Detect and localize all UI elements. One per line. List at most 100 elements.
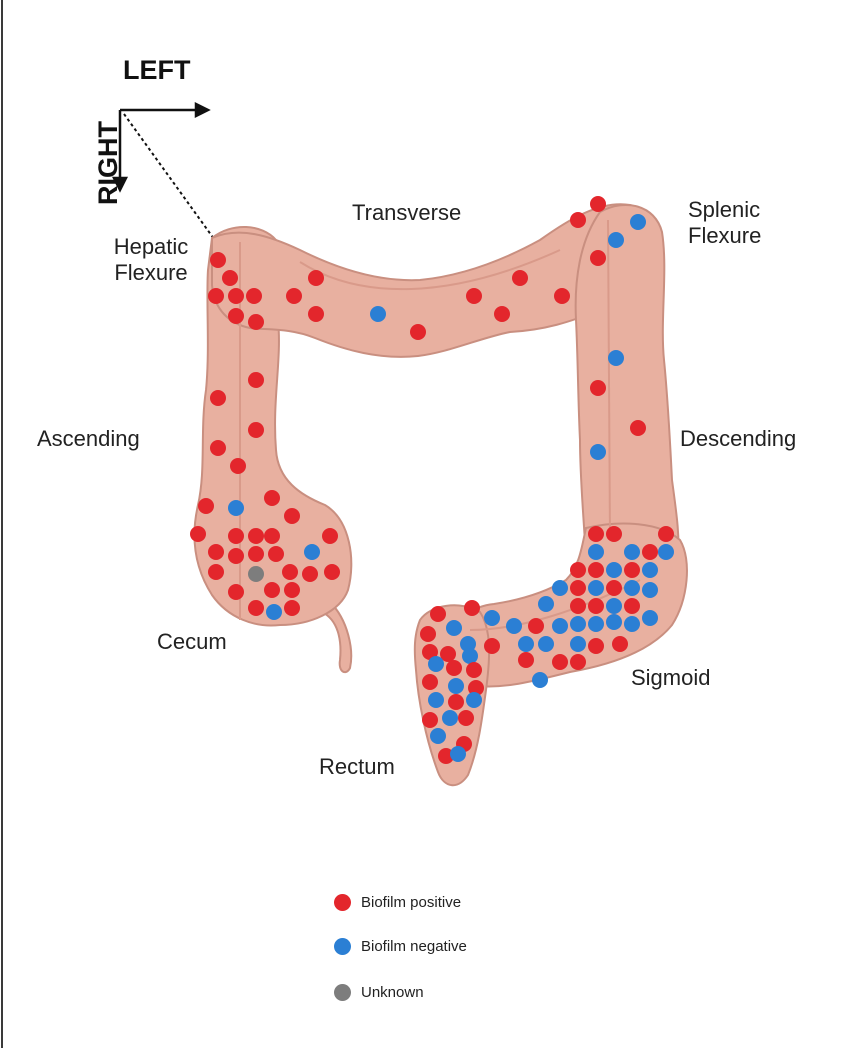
- biofilm-positive-dot: [228, 548, 244, 564]
- biofilm-negative-dot: [448, 678, 464, 694]
- biofilm-negative-dot: [658, 544, 674, 560]
- appendix: [320, 600, 353, 674]
- biofilm-positive-dot: [264, 582, 280, 598]
- biofilm-positive-dot: [248, 372, 264, 388]
- biofilm-negative-dot: [506, 618, 522, 634]
- biofilm-positive-dot: [606, 580, 622, 596]
- biofilm-positive-dot: [494, 306, 510, 322]
- biofilm-negative-dot: [304, 544, 320, 560]
- biofilm-negative-dot: [606, 562, 622, 578]
- biofilm-positive-dot: [420, 626, 436, 642]
- descending-label: Descending: [680, 426, 797, 451]
- biofilm-positive-dot: [210, 440, 226, 456]
- biofilm-positive-dot: [302, 566, 318, 582]
- rectum-label: Rectum: [319, 754, 395, 779]
- biofilm-positive-dot: [464, 600, 480, 616]
- legend-label-unknown: Unknown: [361, 984, 424, 1001]
- biofilm-positive-dot: [422, 674, 438, 690]
- biofilm-positive-dot: [286, 288, 302, 304]
- biofilm-positive-dot: [570, 654, 586, 670]
- biofilm-positive-dot: [554, 288, 570, 304]
- legend-label-positive: Biofilm positive: [361, 894, 462, 911]
- biofilm-positive-dot: [570, 212, 586, 228]
- biofilm-positive-dot: [410, 324, 426, 340]
- legend-item-positive: Biofilm positive: [334, 894, 461, 911]
- biofilm-negative-dot: [606, 598, 622, 614]
- biofilm-positive-dot: [248, 546, 264, 562]
- biofilm-negative-dot: [466, 692, 482, 708]
- biofilm-positive-dot: [208, 564, 224, 580]
- legend-item-negative: Biofilm negative: [334, 938, 467, 955]
- orientation-arrows: [111, 101, 259, 301]
- biofilm-positive-dot: [284, 600, 300, 616]
- ascending-colon: [193, 225, 353, 627]
- biofilm-negative-dot: [532, 672, 548, 688]
- legend-label-negative: Biofilm negative: [361, 938, 467, 955]
- biofilm-positive-dot: [264, 490, 280, 506]
- splenic-line-1: Splenic: [688, 197, 761, 222]
- left-arrow-head: [194, 101, 211, 119]
- biofilm-positive-dot: [552, 654, 568, 670]
- biofilm-positive-dot: [624, 598, 640, 614]
- biofilm-negative-dot: [624, 616, 640, 632]
- biofilm-negative-dot: [430, 728, 446, 744]
- biofilm-positive-dot: [322, 528, 338, 544]
- biofilm-positive-dot: [228, 308, 244, 324]
- biofilm-positive-dot: [570, 562, 586, 578]
- biofilm-positive-dot: [248, 528, 264, 544]
- biofilm-positive-dot: [570, 580, 586, 596]
- biofilm-positive-dot: [208, 544, 224, 560]
- hepatic-line-1: Hepatic: [113, 234, 189, 259]
- biofilm-positive-dot: [466, 662, 482, 678]
- biofilm-positive-dot: [210, 252, 226, 268]
- legend-dot-negative: [334, 938, 351, 955]
- biofilm-negative-dot: [588, 616, 604, 632]
- biofilm-positive-dot: [438, 748, 454, 764]
- descending-colon: [574, 204, 680, 561]
- biofilm-negative-dot: [608, 350, 624, 366]
- biofilm-positive-dot: [446, 660, 462, 676]
- biofilm-positive-dot: [642, 544, 658, 560]
- biofilm-positive-dot: [440, 646, 456, 662]
- legend-item-unknown: Unknown: [334, 984, 424, 1001]
- biofilm-positive-dot: [590, 196, 606, 212]
- biofilm-negative-dot: [630, 214, 646, 230]
- biofilm-positive-dot: [308, 270, 324, 286]
- biofilm-negative-dot: [370, 306, 386, 322]
- biofilm-negative-dot: [642, 610, 658, 626]
- right-direction-label: RIGHT: [93, 121, 123, 205]
- biofilm-negative-dot: [446, 620, 462, 636]
- biofilm-positive-dot: [588, 638, 604, 654]
- left-direction-label: LEFT: [123, 55, 191, 85]
- biofilm-positive-dot: [284, 508, 300, 524]
- biofilm-negative-dot: [642, 582, 658, 598]
- biofilm-positive-dot: [624, 562, 640, 578]
- biofilm-positive-dot: [282, 564, 298, 580]
- biofilm-negative-dot: [428, 692, 444, 708]
- biofilm-negative-dot: [552, 580, 568, 596]
- biofilm-dots: [190, 196, 674, 764]
- biofilm-positive-dot: [210, 390, 226, 406]
- biofilm-negative-dot: [538, 596, 554, 612]
- biofilm-positive-dot: [528, 618, 544, 634]
- biofilm-positive-dot: [570, 598, 586, 614]
- biofilm-negative-dot: [538, 636, 554, 652]
- biofilm-positive-dot: [430, 606, 446, 622]
- biofilm-negative-dot: [518, 636, 534, 652]
- biofilm-positive-dot: [422, 644, 438, 660]
- unknown-dot: [248, 566, 264, 582]
- legend-dot-unknown: [334, 984, 351, 1001]
- biofilm-positive-dot: [458, 710, 474, 726]
- cecum-label: Cecum: [157, 629, 227, 654]
- biofilm-positive-dot: [190, 526, 206, 542]
- biofilm-negative-dot: [442, 710, 458, 726]
- biofilm-positive-dot: [606, 526, 622, 542]
- biofilm-positive-dot: [208, 288, 224, 304]
- biofilm-negative-dot: [588, 580, 604, 596]
- biofilm-negative-dot: [552, 618, 568, 634]
- biofilm-positive-dot: [228, 584, 244, 600]
- biofilm-positive-dot: [248, 600, 264, 616]
- biofilm-negative-dot: [588, 544, 604, 560]
- dotted-pointer-line: [123, 113, 259, 301]
